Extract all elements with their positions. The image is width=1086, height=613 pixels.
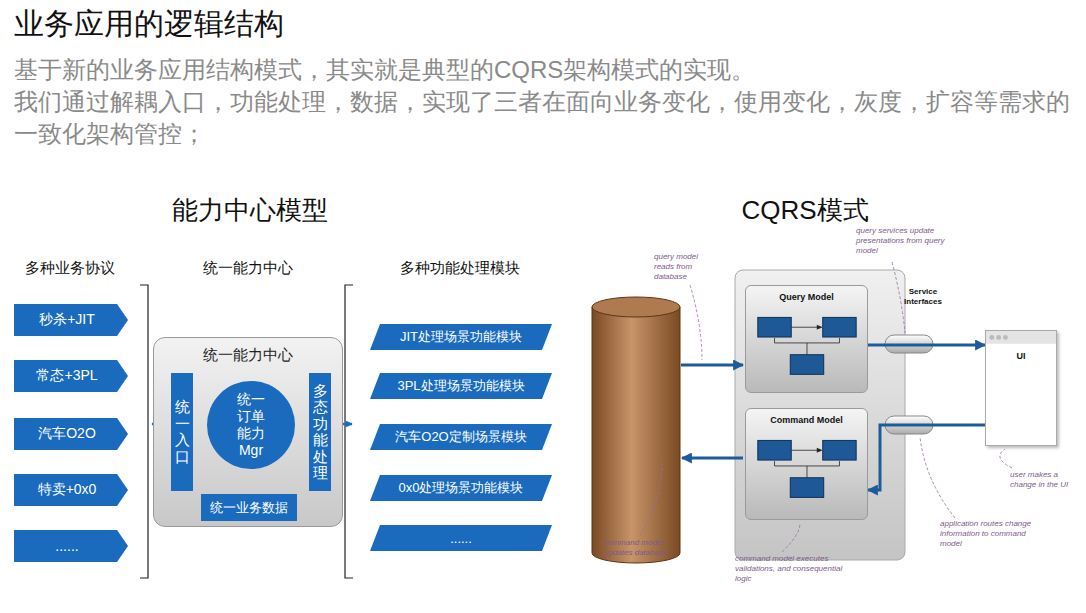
annotation: query services update presentations from… xyxy=(856,226,954,256)
module-band: JIT处理场景功能模块 xyxy=(370,324,552,350)
node-text: 3PL处理场景功能模块 xyxy=(397,377,524,395)
vertical-bar: 多态功能处理 xyxy=(309,373,331,491)
ui-window: UI xyxy=(985,330,1057,446)
column-heading: 统一能力中心 xyxy=(178,259,318,278)
protocol-arrow: 汽车O2O xyxy=(14,418,128,450)
annotation: query model reads from database xyxy=(654,252,712,282)
arrow-shape xyxy=(14,360,128,392)
band-shape xyxy=(370,475,552,501)
connector xyxy=(868,425,985,490)
node-text: 特卖+0x0 xyxy=(38,481,97,499)
band-shape xyxy=(370,424,552,450)
band-shape xyxy=(370,525,552,551)
component-box xyxy=(790,355,823,375)
node-text: Command Model xyxy=(770,415,843,425)
bracket xyxy=(140,285,353,578)
arrow-shape xyxy=(14,304,128,336)
module-band: 0x0处理场景功能模块 xyxy=(370,475,552,501)
node-text: JIT处理场景功能模块 xyxy=(400,328,522,346)
arrow-shape xyxy=(14,530,128,562)
component-box xyxy=(758,317,791,337)
protocol-arrow: 特卖+0x0 xyxy=(14,474,128,506)
column-heading: 多种业务协议 xyxy=(10,259,130,278)
node-text: 多态功能处理 xyxy=(313,383,328,482)
node-text: ...... xyxy=(450,531,472,546)
node-text: 汽车O2O xyxy=(38,425,96,443)
subtitle: 基于新的业务应用结构模式，其实就是典型的CQRS架构模式的实现。 xyxy=(14,54,1074,86)
section-heading: CQRS模式 xyxy=(730,193,880,228)
annotation: command model executes validations, and … xyxy=(735,554,853,584)
module-band: 3PL处理场景功能模块 xyxy=(370,373,552,399)
connector xyxy=(868,344,985,347)
component-box xyxy=(823,317,856,337)
arrow-shape xyxy=(14,474,128,506)
component-box xyxy=(758,440,791,460)
node-text: 统一能力中心 xyxy=(203,346,293,365)
window-button xyxy=(1003,335,1008,340)
database-cylinder xyxy=(592,297,680,563)
component-box xyxy=(823,440,856,460)
node-text: 常态+3PL xyxy=(36,367,97,385)
node-text: UI xyxy=(1017,351,1026,361)
model-panel: Query Model xyxy=(745,285,868,393)
band-shape xyxy=(370,324,552,350)
page-title: 业务应用的逻辑结构 xyxy=(14,4,284,45)
subtitle: 我们通过解耦入口，功能处理，数据，实现了三者在面向业务变化，使用变化，灰度，扩容… xyxy=(14,86,1074,150)
application-box xyxy=(735,270,905,560)
model-panel: Command Model xyxy=(745,408,868,520)
annotation: command model updates database xyxy=(604,538,686,558)
arrow-shape xyxy=(14,418,128,450)
band-shape xyxy=(370,373,552,399)
shape-outline xyxy=(746,409,867,519)
window-button xyxy=(996,335,1001,340)
data-box: 统一业务数据 xyxy=(201,494,297,521)
vertical-bar: 统一入口 xyxy=(171,373,193,491)
db-arrows xyxy=(681,365,743,458)
leader-line xyxy=(640,262,1012,552)
service-interface xyxy=(885,335,933,434)
capability-center: 统一能力中心统一入口 统一 订单 能力 Mgr 多态功能处理统一业务数据 xyxy=(153,337,343,527)
node-text: 统一入口 xyxy=(175,399,190,465)
protocol-arrow: ...... xyxy=(14,530,128,562)
node-text: 汽车O2O定制场景模块 xyxy=(395,428,526,446)
annotation: application routes change information to… xyxy=(940,519,1032,549)
column-heading: 多种功能处理模块 xyxy=(380,259,540,278)
node-text: 统一 订单 能力 Mgr xyxy=(233,391,269,459)
node-text: 统一业务数据 xyxy=(210,499,288,517)
node-text: ...... xyxy=(55,538,78,554)
protocol-arrow: 常态+3PL xyxy=(14,360,128,392)
protocol-arrow: 秒杀+JIT xyxy=(14,304,128,336)
node-text: 秒杀+JIT xyxy=(39,311,95,329)
module-band: ...... xyxy=(370,525,552,551)
node-text: 0x0处理场景功能模块 xyxy=(399,479,524,497)
core-circle: 统一 订单 能力 Mgr xyxy=(207,381,295,469)
component-box xyxy=(790,478,823,498)
annotation: user makes a change in the UI xyxy=(1010,470,1082,490)
interface-label: Service Interfaces xyxy=(893,287,953,307)
shape-outline xyxy=(986,331,1056,445)
module-band: 汽车O2O定制场景模块 xyxy=(370,424,552,450)
window-button xyxy=(989,335,994,340)
title-bar xyxy=(986,331,1056,344)
node-text: Query Model xyxy=(779,292,834,302)
section-heading: 能力中心模型 xyxy=(150,193,350,228)
